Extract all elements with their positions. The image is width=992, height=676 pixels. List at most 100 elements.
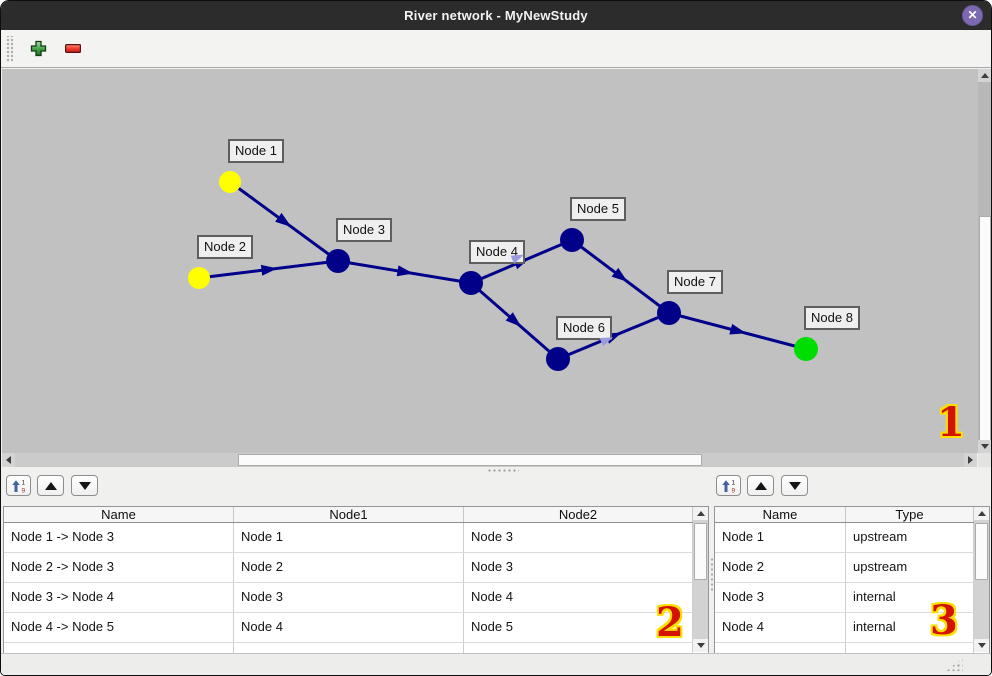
table-cell: Node 4 -> Node 5 — [4, 613, 234, 642]
close-button[interactable]: ✕ — [962, 5, 983, 26]
table-cell: Node 2 — [234, 553, 464, 582]
column-header[interactable]: Type — [846, 507, 974, 522]
window-title: River network - MyNewStudy — [404, 8, 588, 23]
edge-arrow-icon — [729, 323, 747, 335]
annotation-3: 3 — [930, 597, 958, 644]
annotation-2: 2 — [656, 599, 684, 646]
arrow-down-icon — [977, 643, 986, 648]
canvas-v-scrollbar[interactable] — [978, 69, 991, 453]
scroll-left-button[interactable] — [2, 453, 15, 467]
v-scroll-thumb[interactable] — [979, 216, 991, 441]
remove-minus-icon — [65, 44, 81, 53]
graph-node[interactable] — [326, 249, 350, 273]
svg-text:9: 9 — [731, 487, 735, 494]
node-label: Node 2 — [197, 235, 253, 259]
up-triangle-icon — [44, 481, 57, 490]
scroll-down-button[interactable] — [978, 440, 991, 453]
table-cell: Node 3 -> Node 4 — [4, 583, 234, 612]
branches-move-down-button[interactable] — [71, 475, 98, 496]
graph-node[interactable] — [459, 271, 483, 295]
branches-table-scrollbar[interactable] — [693, 507, 708, 652]
splitter-grip-icon — [487, 469, 519, 472]
table-cell: upstream — [846, 523, 974, 552]
graph-node[interactable] — [219, 171, 241, 193]
graph-node[interactable] — [188, 267, 210, 289]
scroll-down-button[interactable] — [693, 639, 708, 652]
table-cell: Node 3 — [464, 553, 693, 582]
table-cell: internal — [846, 583, 974, 612]
column-header[interactable]: Name — [715, 507, 846, 522]
scroll-up-button[interactable] — [693, 507, 708, 520]
graph-node[interactable] — [794, 337, 818, 361]
node-label: Node 6 — [556, 316, 612, 340]
status-bar — [1, 653, 991, 675]
table-cell: Node 5 — [464, 613, 693, 642]
edge-arrow-icon — [396, 265, 414, 277]
panel-splitter[interactable] — [1, 467, 991, 474]
nodes-move-down-button[interactable] — [781, 475, 808, 496]
arrow-left-icon — [6, 456, 11, 464]
graph-node[interactable] — [560, 228, 584, 252]
toolbar-drag-handle[interactable] — [5, 35, 13, 62]
scroll-up-button[interactable] — [974, 507, 989, 520]
resize-grip-icon[interactable] — [946, 658, 963, 671]
column-header[interactable]: Name — [4, 507, 234, 522]
edge-arrow-icon — [611, 267, 628, 282]
table-splitter-grip[interactable] — [710, 557, 714, 591]
up-triangle-icon — [754, 481, 767, 490]
down-triangle-icon — [78, 481, 91, 490]
table-cell: Node 4 — [234, 613, 464, 642]
table-cell: Node 4 — [464, 583, 693, 612]
title-bar[interactable]: River network - MyNewStudy ✕ — [1, 1, 991, 30]
svg-text:1: 1 — [731, 479, 735, 486]
table-cell: Node 1 — [234, 523, 464, 552]
remove-node-button[interactable] — [63, 39, 83, 59]
node-label: Node 3 — [336, 218, 392, 242]
scroll-up-button[interactable] — [978, 69, 991, 82]
down-triangle-icon — [788, 481, 801, 490]
graph-node[interactable] — [546, 347, 570, 371]
scroll-right-button[interactable] — [964, 453, 977, 467]
table-cell: Node 1 -> Node 3 — [4, 523, 234, 552]
nodes-sort-button[interactable]: 1 9 — [716, 475, 741, 496]
nodes-table-scrollbar[interactable] — [974, 507, 989, 652]
scroll-down-button[interactable] — [974, 639, 989, 652]
branches-move-up-button[interactable] — [37, 475, 64, 496]
column-header[interactable]: Node1 — [234, 507, 464, 522]
node-label: Node 4 — [469, 240, 525, 264]
arrow-down-icon — [981, 444, 989, 449]
node-label: Node 1 — [228, 139, 284, 163]
arrow-down-icon — [696, 643, 705, 648]
table-scroll-thumb[interactable] — [975, 523, 988, 580]
table-scroll-thumb[interactable] — [694, 523, 707, 580]
add-plus-icon — [30, 40, 46, 57]
edge-arrow-icon — [505, 312, 522, 327]
table-cell: Node 2 — [715, 553, 846, 582]
arrow-up-icon — [977, 511, 986, 516]
svg-text:9: 9 — [21, 487, 25, 494]
table-cell: Node 1 — [715, 523, 846, 552]
sort-icon: 1 9 — [721, 479, 735, 494]
column-header[interactable]: Node2 — [464, 507, 693, 522]
add-node-button[interactable] — [28, 39, 48, 59]
table-cell: Node 3 — [464, 523, 693, 552]
graph-node[interactable] — [657, 301, 681, 325]
h-scroll-thumb[interactable] — [238, 454, 702, 466]
table-cell: Node 4 — [715, 613, 846, 642]
arrow-right-icon — [968, 456, 973, 464]
nodes-move-up-button[interactable] — [747, 475, 774, 496]
canvas-h-scrollbar[interactable] — [2, 453, 977, 467]
arrow-up-icon — [981, 73, 989, 78]
node-label: Node 8 — [804, 306, 860, 330]
branches-sort-button[interactable]: 1 9 — [6, 475, 31, 496]
